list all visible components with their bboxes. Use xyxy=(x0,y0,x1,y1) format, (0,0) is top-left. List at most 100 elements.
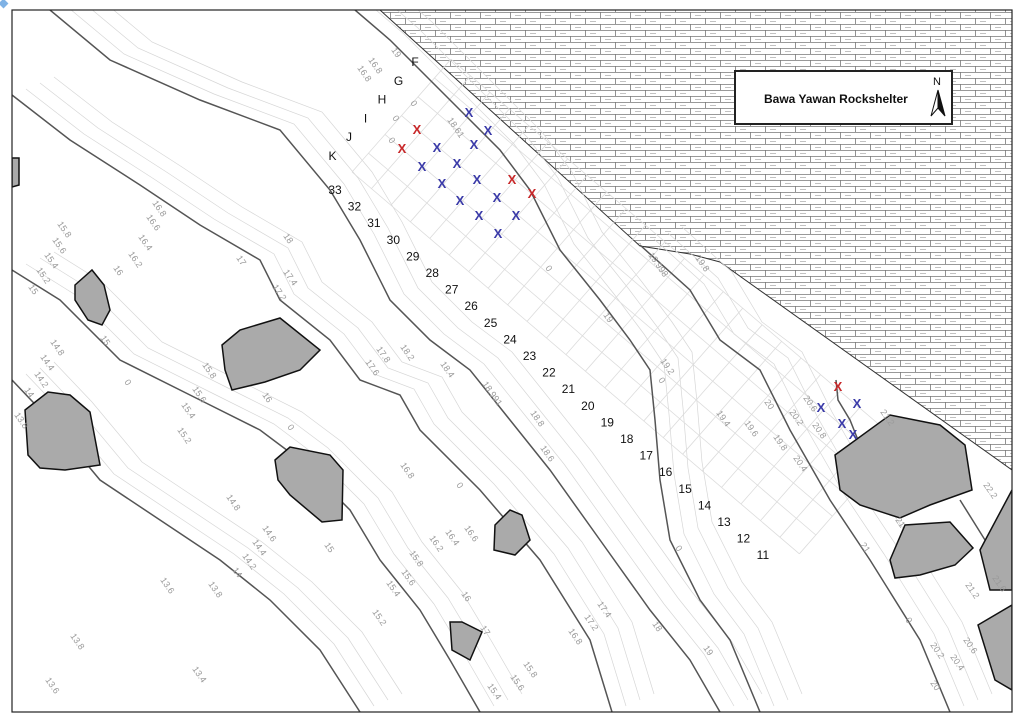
contour-label: 20.2 xyxy=(787,407,805,427)
contour-label: 0 xyxy=(285,422,296,432)
contour-label: 14.6 xyxy=(260,523,278,543)
rock-boulder xyxy=(979,489,1012,591)
contour-label: 20.6 xyxy=(961,635,979,655)
rock-boulder xyxy=(221,317,322,391)
contour-label: 15.2 xyxy=(370,607,388,627)
contour-line-major xyxy=(639,244,951,712)
grid-column-label: 16 xyxy=(659,465,673,479)
grid-line xyxy=(417,96,866,479)
grid-column-label: 28 xyxy=(426,266,440,280)
contour-line-minor xyxy=(667,232,979,701)
grid-row-label: K xyxy=(328,149,336,163)
contour-label: 20 xyxy=(762,397,776,411)
find-marker-blue: X xyxy=(494,226,503,241)
contour-label: 14 xyxy=(22,385,36,399)
grid-column-label: 33 xyxy=(328,183,342,197)
contour-label: 18.8 xyxy=(528,408,546,428)
contour-label: 18.61 xyxy=(445,115,466,139)
find-marker-blue: X xyxy=(484,123,493,138)
grid-column-label: 29 xyxy=(406,249,420,263)
contour-label: 21 xyxy=(858,540,872,554)
contour-label: 0 xyxy=(390,113,401,123)
find-marker-blue: X xyxy=(512,208,521,223)
contour-label: 17.6 xyxy=(363,357,381,377)
contour-label: 13.6 xyxy=(43,675,61,695)
contour-label: 18.991 xyxy=(480,379,504,407)
find-marker-blue: X xyxy=(438,176,447,191)
rock-boulder xyxy=(834,414,973,519)
grid-column-label: 27 xyxy=(445,283,459,297)
contour-label: 16 xyxy=(111,263,125,277)
contour-label: 15.2 xyxy=(175,425,193,445)
contour-line-minor xyxy=(70,10,735,707)
contour-line-minor xyxy=(91,10,749,701)
grid-row-label: J xyxy=(346,130,352,144)
contour-label: 16.6 xyxy=(462,523,480,543)
contour-label: 22.2 xyxy=(981,480,999,500)
contour-label: 0 xyxy=(543,263,554,273)
contour-label: 16.2 xyxy=(427,533,445,553)
contour-label: 15.6 xyxy=(508,672,526,692)
grid-column-label: 15 xyxy=(678,482,692,496)
map-frame xyxy=(11,9,1013,713)
contour-label: 16.2 xyxy=(126,249,144,269)
contour-label: 0 xyxy=(454,480,465,490)
contour-label: 18 xyxy=(650,619,664,633)
grid-line xyxy=(401,115,850,498)
grid-row-label: I xyxy=(364,111,367,125)
title-box: Bawa Yawan Rockshelter N xyxy=(734,70,953,125)
north-arrow: N xyxy=(928,76,950,120)
rock-boulder xyxy=(24,391,101,471)
contour-label: 14.4 xyxy=(250,537,268,557)
grid-column-label: 11 xyxy=(757,548,770,562)
find-marker-red: X xyxy=(398,141,407,156)
contour-label: 13.4 xyxy=(190,664,208,684)
rock-boulder xyxy=(977,604,1012,691)
contour-label: 16.4 xyxy=(443,527,461,547)
contour-line-minor xyxy=(417,10,803,695)
grid-line xyxy=(368,152,817,536)
contour-label: 15.8 xyxy=(521,659,539,679)
find-marker-blue: X xyxy=(838,416,847,431)
grid-column-label: 12 xyxy=(737,532,751,546)
find-marker-blue: X xyxy=(456,193,465,208)
contour-label: 15.4 xyxy=(384,578,402,598)
rocks xyxy=(12,157,1012,691)
contour-label: 16.8 xyxy=(398,460,416,480)
find-marker-blue: X xyxy=(817,400,826,415)
find-marker-blue: X xyxy=(470,137,479,152)
contour-line-minor xyxy=(375,10,775,707)
rock-boulder xyxy=(74,268,111,326)
contour-label: 17 xyxy=(478,623,492,637)
contour-line-major xyxy=(354,10,761,712)
find-marker-blue: X xyxy=(453,156,462,171)
contour-label: 15.6 xyxy=(190,384,208,404)
rock-boulder xyxy=(889,521,975,579)
contour-label: 13.8 xyxy=(206,579,224,599)
contour-label: 14.8 xyxy=(224,492,242,512)
find-marker-blue: X xyxy=(849,427,858,442)
contour-line-major xyxy=(49,10,721,712)
contour-label: 0 xyxy=(122,377,133,387)
contour-label: 16.8 xyxy=(566,626,584,646)
grid-column-label: 17 xyxy=(640,449,654,463)
contour-label: 15 xyxy=(322,540,336,554)
contour-label: 19 xyxy=(601,310,615,324)
grid-line xyxy=(351,171,800,555)
find-marker-blue: X xyxy=(493,190,502,205)
contour-label: 18.6 xyxy=(538,443,556,463)
contour-label: 19.6 xyxy=(742,418,760,438)
contour-label: 16.4 xyxy=(136,232,154,252)
contour-label: 15 xyxy=(26,282,40,296)
contour-label: 14.2 xyxy=(32,369,50,389)
find-marker-red: X xyxy=(413,122,422,137)
rock-boulder xyxy=(493,509,531,556)
contour-label: 20.8 xyxy=(810,420,828,440)
grid-column-label: 22 xyxy=(542,366,556,380)
contour-label: 15.2 xyxy=(34,265,52,285)
rock-boulder xyxy=(274,446,344,523)
grid-column-label: 32 xyxy=(348,200,362,214)
contour-label: 16 xyxy=(459,589,473,603)
grid-column-label: 23 xyxy=(523,349,537,363)
grid-column-label: 30 xyxy=(387,233,401,247)
